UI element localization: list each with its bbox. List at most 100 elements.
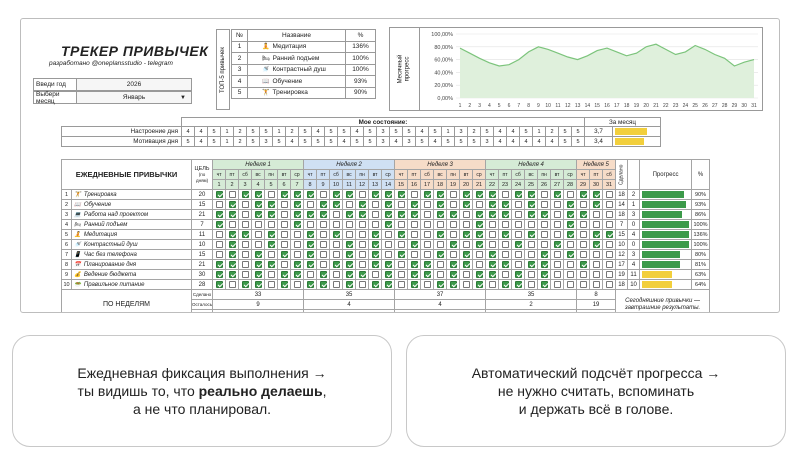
mood-value-cell[interactable]: 4 xyxy=(337,136,351,147)
habit-checkbox[interactable] xyxy=(540,190,548,198)
habit-checkbox[interactable] xyxy=(540,220,548,228)
habit-checkbox[interactable] xyxy=(319,230,327,238)
habit-checkbox[interactable] xyxy=(605,280,613,288)
habit-checkbox[interactable] xyxy=(358,220,366,228)
habit-checkbox[interactable] xyxy=(215,230,223,238)
habit-checkbox[interactable] xyxy=(605,220,613,228)
habit-checkbox[interactable] xyxy=(306,260,314,268)
habit-checkbox[interactable] xyxy=(228,200,236,208)
habit-checkbox[interactable] xyxy=(566,280,574,288)
habit-checkbox[interactable] xyxy=(345,220,353,228)
habit-checkbox[interactable] xyxy=(514,240,522,248)
habit-checkbox[interactable] xyxy=(566,210,574,218)
habit-checkbox[interactable] xyxy=(410,210,418,218)
habit-checkbox[interactable] xyxy=(345,270,353,278)
habit-checkbox[interactable] xyxy=(553,230,561,238)
habit-checkbox[interactable] xyxy=(228,230,236,238)
habit-checkbox[interactable] xyxy=(332,260,340,268)
habit-checkbox[interactable] xyxy=(319,220,327,228)
habit-checkbox[interactable] xyxy=(280,220,288,228)
mood-value-cell[interactable]: 4 xyxy=(181,126,195,137)
habit-checkbox[interactable] xyxy=(605,260,613,268)
habit-checkbox[interactable] xyxy=(540,270,548,278)
habit-checkbox[interactable] xyxy=(527,240,535,248)
habit-checkbox[interactable] xyxy=(384,260,392,268)
mood-value-cell[interactable]: 5 xyxy=(207,126,221,137)
mood-value-cell[interactable]: 5 xyxy=(272,136,286,147)
habit-checkbox[interactable] xyxy=(254,250,262,258)
mood-value-cell[interactable]: 5 xyxy=(298,126,312,137)
habit-checkbox[interactable] xyxy=(566,240,574,248)
habit-checkbox[interactable] xyxy=(319,240,327,248)
habit-checkbox[interactable] xyxy=(566,260,574,268)
mood-value-cell[interactable]: 4 xyxy=(519,136,533,147)
habit-checkbox[interactable] xyxy=(566,220,574,228)
mood-value-cell[interactable]: 5 xyxy=(389,126,403,137)
habit-checkbox[interactable] xyxy=(293,270,301,278)
habit-checkbox[interactable] xyxy=(423,200,431,208)
habit-checkbox[interactable] xyxy=(540,210,548,218)
habit-goal[interactable]: 7 xyxy=(190,219,214,230)
habit-checkbox[interactable] xyxy=(514,210,522,218)
habit-checkbox[interactable] xyxy=(436,270,444,278)
habit-checkbox[interactable] xyxy=(462,250,470,258)
habit-checkbox[interactable] xyxy=(397,250,405,258)
mood-value-cell[interactable]: 5 xyxy=(324,136,338,147)
habit-checkbox[interactable] xyxy=(254,230,262,238)
habit-checkbox[interactable] xyxy=(410,220,418,228)
habit-checkbox[interactable] xyxy=(254,210,262,218)
habit-checkbox[interactable] xyxy=(332,230,340,238)
habit-checkbox[interactable] xyxy=(462,280,470,288)
habit-checkbox[interactable] xyxy=(371,210,379,218)
mood-value-cell[interactable]: 5 xyxy=(350,136,364,147)
habit-checkbox[interactable] xyxy=(332,210,340,218)
habit-checkbox[interactable] xyxy=(449,220,457,228)
habit-checkbox[interactable] xyxy=(358,200,366,208)
habit-checkbox[interactable] xyxy=(371,280,379,288)
habit-checkbox[interactable] xyxy=(306,280,314,288)
habit-checkbox[interactable] xyxy=(267,220,275,228)
habit-checkbox[interactable] xyxy=(436,250,444,258)
habit-checkbox[interactable] xyxy=(436,240,444,248)
habit-checkbox[interactable] xyxy=(293,250,301,258)
habit-checkbox[interactable] xyxy=(228,260,236,268)
habit-checkbox[interactable] xyxy=(358,240,366,248)
mood-value-cell[interactable]: 4 xyxy=(350,126,364,137)
habit-checkbox[interactable] xyxy=(280,280,288,288)
habit-checkbox[interactable] xyxy=(397,190,405,198)
habit-checkbox[interactable] xyxy=(579,200,587,208)
mood-value-cell[interactable]: 3 xyxy=(402,136,416,147)
habit-checkbox[interactable] xyxy=(436,220,444,228)
mood-value-cell[interactable]: 4 xyxy=(493,126,507,137)
habit-checkbox[interactable] xyxy=(605,190,613,198)
habit-checkbox[interactable] xyxy=(397,270,405,278)
habit-checkbox[interactable] xyxy=(306,270,314,278)
habit-checkbox[interactable] xyxy=(566,230,574,238)
habit-checkbox[interactable] xyxy=(605,210,613,218)
habit-checkbox[interactable] xyxy=(267,190,275,198)
mood-value-cell[interactable]: 3 xyxy=(259,136,273,147)
mood-value-cell[interactable]: 5 xyxy=(181,136,195,147)
habit-checkbox[interactable] xyxy=(540,240,548,248)
habit-checkbox[interactable] xyxy=(293,210,301,218)
habit-checkbox[interactable] xyxy=(475,230,483,238)
mood-value-cell[interactable]: 4 xyxy=(506,126,520,137)
habit-checkbox[interactable] xyxy=(605,240,613,248)
habit-checkbox[interactable] xyxy=(371,200,379,208)
habit-checkbox[interactable] xyxy=(371,260,379,268)
habit-checkbox[interactable] xyxy=(241,200,249,208)
habit-checkbox[interactable] xyxy=(345,230,353,238)
mood-value-cell[interactable]: 5 xyxy=(467,136,481,147)
habit-checkbox[interactable] xyxy=(345,240,353,248)
habit-checkbox[interactable] xyxy=(527,190,535,198)
habit-checkbox[interactable] xyxy=(475,210,483,218)
habit-checkbox[interactable] xyxy=(449,190,457,198)
mood-value-cell[interactable]: 5 xyxy=(207,136,221,147)
mood-value-cell[interactable]: 5 xyxy=(246,126,260,137)
habit-checkbox[interactable] xyxy=(423,190,431,198)
mood-value-cell[interactable]: 5 xyxy=(337,126,351,137)
mood-value-cell[interactable]: 5 xyxy=(311,136,325,147)
habit-checkbox[interactable] xyxy=(436,210,444,218)
mood-value-cell[interactable]: 5 xyxy=(519,126,533,137)
habit-checkbox[interactable] xyxy=(501,240,509,248)
